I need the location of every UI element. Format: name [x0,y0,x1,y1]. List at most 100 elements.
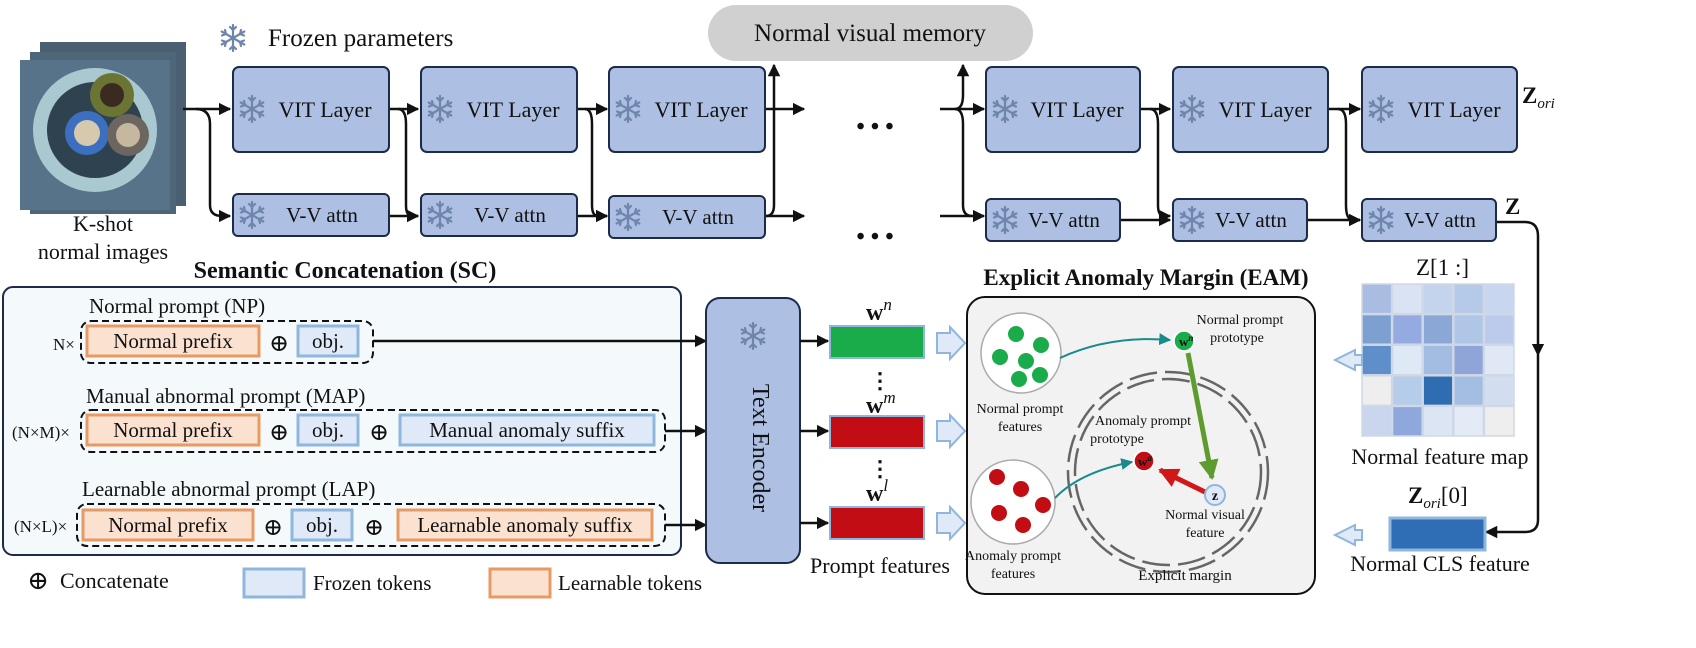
ap-features-line2: features [991,567,1035,582]
nv-feature-line1: Normal visual [1165,508,1245,523]
input-label-line2: normal images [38,239,168,264]
map-mult: (N×M)× [12,423,70,442]
feature-map-cell [1453,344,1485,376]
w-m: w [866,393,884,419]
normal-feature-map-label: Normal feature map [1351,444,1528,469]
proto-w-a-sup: a [1147,453,1152,463]
legend-frozen-tokens: Frozen tokens [313,571,431,595]
feature-map-cell [1422,283,1454,315]
np-title: Normal prompt (NP) [89,294,265,318]
feature-map-cell [1391,313,1423,345]
map-suffix: Manual anomaly suffix [429,418,625,442]
frozen-snowflake-icon [220,23,246,53]
k-shot-images [20,42,186,214]
np-features-line2: features [998,420,1042,435]
svg-text:⊕: ⊕ [369,420,389,446]
normal-prompt-feature-bar [829,325,925,359]
z-ori-0-label: Z [1408,483,1423,508]
svg-text:⊕: ⊕ [263,515,283,541]
w-n-sup: n [883,295,892,314]
vit-label-1: VIT Layer [278,97,372,122]
feature-map-cell [1483,375,1515,407]
cls-arrow [1332,523,1363,547]
svg-text:⊕: ⊕ [27,566,49,595]
map-obj: obj. [312,418,344,442]
vit-label-6: VIT Layer [1407,97,1501,122]
legend-frozen-params: Frozen parameters [268,25,453,52]
svg-text:Zori: Zori [1522,83,1555,112]
vv-label-1: V-V attn [286,203,358,227]
feature-map-cell [1391,405,1423,437]
vv-label-2: V-V attn [474,203,546,227]
w-l: w [866,481,884,507]
normal-feature-map [1361,283,1515,437]
feature-map-cell [1422,313,1454,345]
text-encoder-label: Text Encoder [747,384,773,512]
vit-layer-6 [1361,66,1518,153]
lap-title: Learnable abnormal prompt (LAP) [82,477,375,501]
feature-map-cell [1453,283,1485,315]
legend-concatenate: Concatenate [60,568,169,593]
vv-attn-6 [1361,198,1497,242]
lap-mult: (N×L)× [14,517,67,536]
z-ori-0-suffix: [0] [1441,483,1468,508]
feature-map-cell [1483,313,1515,345]
svg-text:⋮: ⋮ [869,368,891,393]
feature-map-cell [1391,283,1423,315]
learnable-prompt-feature-bar [829,506,925,540]
proto-w-n: w [1179,334,1189,349]
vv-label-4: V-V attn [1028,208,1100,232]
svg-text:wn: wn [866,295,892,326]
ellipsis-top: • • • [856,114,893,140]
z-ori-label: Z [1522,83,1537,108]
feature-map-cell [1391,375,1423,407]
feature-map-cell [1453,405,1485,437]
vit-layer-3 [608,66,766,153]
proto-w-a: w [1138,454,1148,469]
svg-text:wm: wm [866,388,896,419]
feature-map-cell [1361,405,1393,437]
np-features-line1: Normal prompt [977,402,1064,417]
np-prefix: Normal prefix [113,329,233,353]
vv-attn-1 [232,193,390,237]
vv-attn-4 [985,198,1121,242]
memory-pill [708,5,1033,61]
z-slice-label: Z[1 :] [1416,255,1469,280]
feature-map-cell [1361,283,1393,315]
vv-label-6: V-V attn [1404,208,1476,232]
vit-layer-4 [985,66,1141,153]
legend-learnable-tokens: Learnable tokens [558,571,702,595]
map-title: Manual abnormal prompt (MAP) [86,384,365,408]
vit-layer-1 [232,66,390,153]
vv-label-3: V-V attn [662,205,734,229]
vit-label-3: VIT Layer [654,97,748,122]
svg-text:⊕: ⊕ [364,515,384,541]
vit-label-2: VIT Layer [466,97,560,122]
eam-title: Explicit Anomaly Margin (EAM) [983,265,1308,290]
ap-features-line1: Anomaly prompt [965,549,1061,564]
map-prefix: Normal prefix [113,418,233,442]
feature-map-cell [1422,344,1454,376]
normal-cls-feature-box [1388,516,1487,552]
svg-text:⊕: ⊕ [269,331,289,357]
vv-label-5: V-V attn [1215,208,1287,232]
feature-map-cell [1483,283,1515,315]
legend-learnable-swatch [488,567,552,599]
feature-map-cell [1422,405,1454,437]
feature-map-cell [1483,405,1515,437]
np-obj: obj. [312,329,344,353]
vv-attn-3 [608,195,766,239]
w-l-sup: l [883,476,888,495]
ellipsis-bottom: • • • [856,224,893,250]
svg-text:wa: wa [1138,453,1152,469]
feature-map-cell [1483,344,1515,376]
w-n: w [866,300,884,326]
vv-attn-2 [420,193,578,237]
feature-map-arrow [1332,348,1363,372]
lap-prefix: Normal prefix [108,513,228,537]
feature-map-cell [1422,375,1454,407]
sc-title: Semantic Concatenation (SC) [194,258,497,284]
ap-prototype-line2: prototype [1090,432,1144,447]
vit-label-5: VIT Layer [1218,97,1312,122]
